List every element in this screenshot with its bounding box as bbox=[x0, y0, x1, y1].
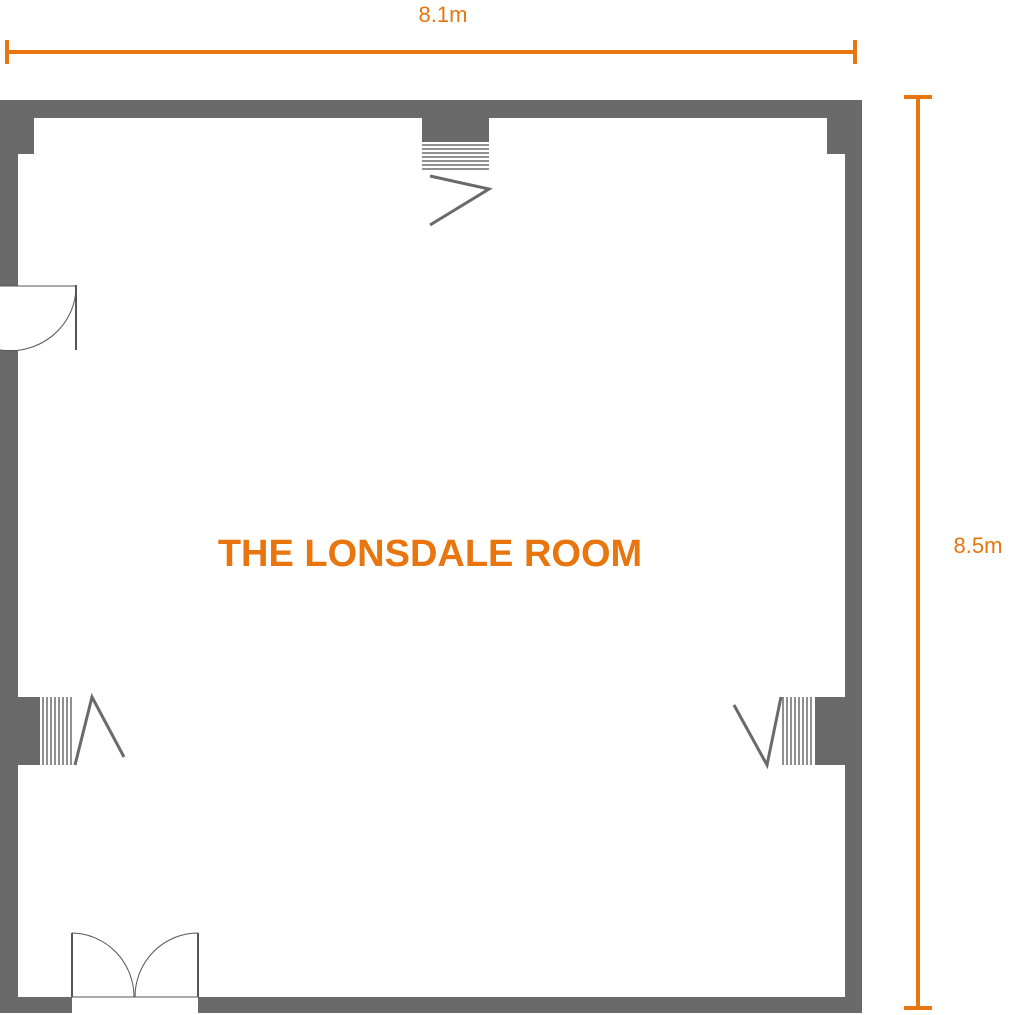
left-wall-lower bbox=[0, 350, 18, 1013]
left-door-swing-arc bbox=[0, 285, 77, 352]
top-window-swing bbox=[429, 174, 493, 227]
bottom-door-left-arc bbox=[71, 932, 135, 998]
left-window-pier bbox=[0, 697, 40, 765]
width-dimension: 8.1m bbox=[5, 2, 857, 64]
left-window-swing bbox=[73, 692, 126, 766]
left-radiator bbox=[42, 697, 72, 765]
top-radiator bbox=[422, 144, 489, 170]
bottom-door-right-arc bbox=[134, 932, 199, 998]
right-wall bbox=[845, 100, 862, 1013]
right-window-swing bbox=[732, 696, 783, 770]
bottom-wall-left bbox=[0, 997, 72, 1013]
height-dimension-label: 8.5m bbox=[954, 533, 1003, 558]
room-walls bbox=[0, 100, 862, 1013]
bottom-wall-right bbox=[198, 997, 862, 1013]
right-radiator bbox=[782, 697, 812, 765]
top-window-pier bbox=[422, 100, 489, 142]
room-name: THE LONSDALE ROOM bbox=[218, 533, 642, 575]
width-dimension-label: 8.1m bbox=[419, 2, 468, 27]
left-wall-upper bbox=[0, 100, 18, 286]
right-window-pier bbox=[815, 697, 862, 765]
left-door bbox=[0, 285, 77, 352]
height-dimension: 8.5m bbox=[904, 95, 1003, 1010]
bottom-double-door bbox=[71, 932, 199, 998]
